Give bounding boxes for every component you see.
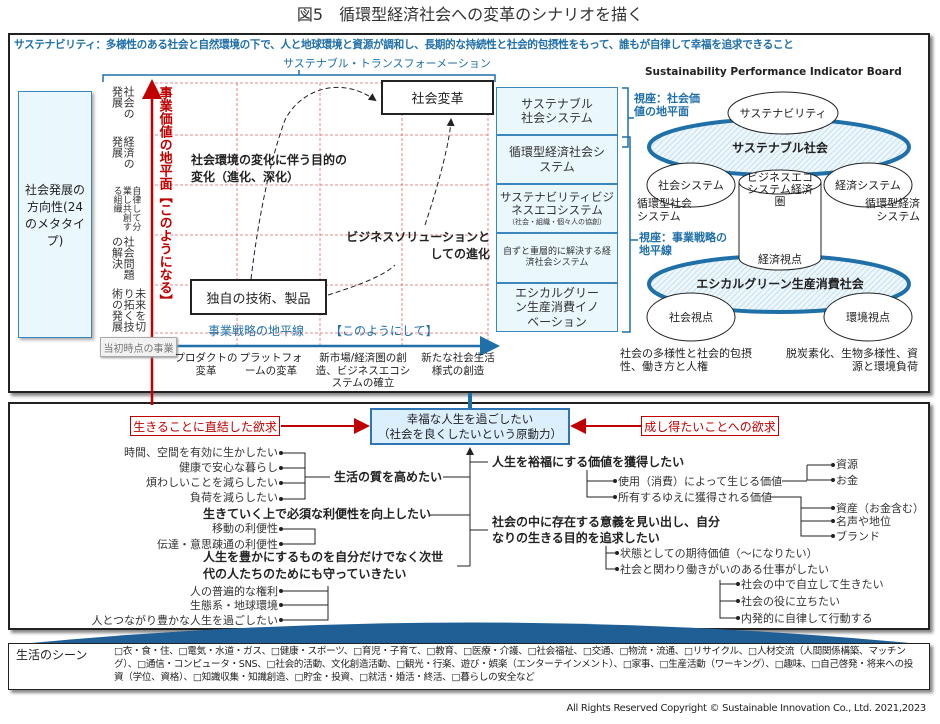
convenience-item: 伝達・意思疎通の利便性 (157, 538, 278, 551)
social-development-box: 社会発展の方向性(24のメタタイプ) (18, 91, 92, 338)
protect-heading: 人生を豊かにするものを自分だけでなく次世代の人たちのためにも守っていきたい (203, 550, 444, 581)
left-need-box: 生きることに直結した欲求 (130, 416, 280, 436)
column-business-ecosystem: サステナビリティビジネスエコシステム（社会・組織・個々人の協創） (496, 184, 618, 233)
quality-item: 煩わしいことを減らしたい (146, 476, 278, 489)
quality-item: 負荷を減らしたい (190, 491, 278, 504)
column-ethical-green: エシカルグリーン生産消費イノベーション (496, 283, 618, 332)
scenes-text: □衣・食・住、□電気・水道・ガス、□健康・スポーツ、□育児・子育て、□教育、□医… (114, 646, 914, 683)
own-item: 名声や地位 (836, 515, 891, 528)
x-tick-platform: プラットフォームの変革 (239, 352, 303, 377)
work-item: 社会の役に立ちたい (741, 595, 840, 608)
start-box: 独自の技術、製品 (190, 279, 327, 315)
happiness-subtitle: （社会を良くしたいという原動力） (378, 426, 562, 441)
view-business-label: 視座：事業戦略の地平線 (639, 231, 727, 258)
column-label: 循環型経済社会システム (508, 145, 605, 174)
use-value: 使用（消費）によって生じる価値 (618, 475, 783, 488)
own-item: ブランド (836, 530, 880, 543)
x-tick-market: 新市場/経済圏の創造、ビジネスエコシステムの確立 (315, 352, 411, 390)
env-note: 脱炭素化、生物多様性、資源と環境負荷 (786, 347, 918, 374)
meaning-item: 社会と関わり働きがいのある仕事がしたい (620, 563, 829, 576)
use-item: 資源 (836, 458, 858, 471)
sustainability-headline: サステナビリティ：多様性のある社会と自然環境の下で、人と地球環境と資源が調和し、… (14, 39, 794, 51)
meaning-item: 状態としての期待価値（～になりたい） (620, 547, 818, 560)
use-item: お金 (836, 474, 858, 487)
grid (155, 82, 490, 345)
scenes-panel (8, 643, 930, 690)
column-label: エシカルグリーン生産消費イノベーション (514, 285, 599, 329)
copyright: All Rights Reserved Copyright © Sustaina… (566, 703, 926, 714)
work-item: 社会の中で自立して生きたい (741, 578, 884, 591)
env-view-ellipse: 環境視点 (846, 311, 890, 324)
axis-label-social: 社会の発展 (110, 86, 136, 119)
quality-item: 時間、空間を有効に生かしたい (124, 446, 278, 459)
x-axis-label-how: 【このようにして】 (330, 324, 438, 338)
solution-note: ビジネスソリューションとしての進化 (346, 230, 490, 261)
happiness-title: 幸福な人生を過ごしたい (406, 411, 534, 426)
sustainable-society-ellipse: サステナブル社会 (732, 140, 828, 155)
social-note: 社会の多様性と社会的包摂性、働き方と人権 (620, 347, 752, 374)
social-view-ellipse: 社会視点 (669, 311, 713, 324)
origin-label: 当初時点の事業 (100, 337, 177, 357)
scenes-label: 生活のシーン (16, 648, 88, 662)
right-need-box: 成し得たいことへの欲求 (641, 416, 779, 436)
purpose-note: 社会環境の変化に伴う目的の変化（進化、深化） (191, 153, 348, 184)
column-label: 自ずと重層的に解決する経済社会システム (502, 247, 611, 268)
work-item: 内発的に自律して行動する (741, 612, 873, 625)
wealth-heading: 人生を裕福にする価値を獲得したい (492, 455, 685, 469)
axis-label-social-issues: 社会問題の解決 (110, 236, 136, 280)
ethical-society-ellipse: エシカルグリーン生産消費社会 (696, 277, 864, 291)
axis-label-organization: 自律して分業し共創する組織 (111, 186, 141, 231)
goal-box: 社会変革 (381, 80, 494, 115)
quality-item: 健康で安心な暮らし (179, 461, 278, 474)
column-layered-system: 自ずと重層的に解決する経済社会システム (496, 233, 618, 283)
axis-label-technology: 未来を切り拓く技術の発展 (110, 288, 147, 332)
economic-view: 経済視点 (758, 253, 802, 266)
protect-item: 生態系・地球環境 (190, 599, 278, 612)
transformation-label: サステナブル・トランスフォーメーション (283, 57, 491, 70)
protect-item: 人の普遍的な権利 (190, 585, 278, 598)
column-sublabel: （社会・組織・個々人の協創） (508, 218, 606, 227)
column-circular-economy: 循環型経済社会システム (496, 135, 618, 184)
page-title: 図5 循環型経済社会への変革のシナリオを描く (296, 5, 644, 24)
economic-system-ellipse: 経済システム (835, 179, 901, 192)
sustainability-ellipse: サステナビリティ (739, 107, 827, 120)
convenience-item: 移動の利便性 (212, 522, 278, 535)
convenience-heading: 生きていく上で必須な利便性を向上したい (203, 507, 432, 521)
circular-economic-label: 循環型経済システム (865, 197, 920, 224)
social-system-ellipse: 社会システム (658, 179, 724, 192)
ecosystem-cylinder: ビジネスエコシステム経済圏 (747, 171, 813, 209)
x-tick-product: プロダクトの変革 (174, 352, 238, 377)
view-social-label: 視座：社会価値の地平面 (634, 92, 700, 119)
quality-heading: 生活の質を高めたい (334, 470, 443, 484)
column-label: サステナビリティビジネスエコシステム (499, 189, 615, 218)
protect-item: 人とつながり豊かな人生を過ごしたい (91, 614, 278, 627)
own-item: 資産（お金含む） (836, 502, 924, 515)
y-axis-label: 事業価値の地平面【このようになる】 (156, 86, 172, 307)
column-sustainable-social-system: サステナブル社会システム (496, 87, 618, 135)
meaning-heading: 社会の中に存在する意義を見い出し、自分なりの生きる目的を追求したい (492, 515, 721, 546)
circular-social-label: 循環型社会システム (637, 197, 692, 224)
x-tick-lifestyle: 新たな社会生活様式の創造 (421, 352, 495, 377)
column-label: サステナブル社会システム (521, 96, 593, 125)
board-title: Sustainability Performance Indicator Boa… (645, 66, 902, 78)
x-axis-label: 事業戦略の地平線 (208, 324, 305, 338)
happiness-box: 幸福な人生を過ごしたい （社会を良くしたいという原動力） (370, 408, 570, 445)
axis-label-economic: 経済の発展 (110, 136, 136, 169)
own-value: 所有するゆえに獲得される価値 (618, 491, 772, 504)
